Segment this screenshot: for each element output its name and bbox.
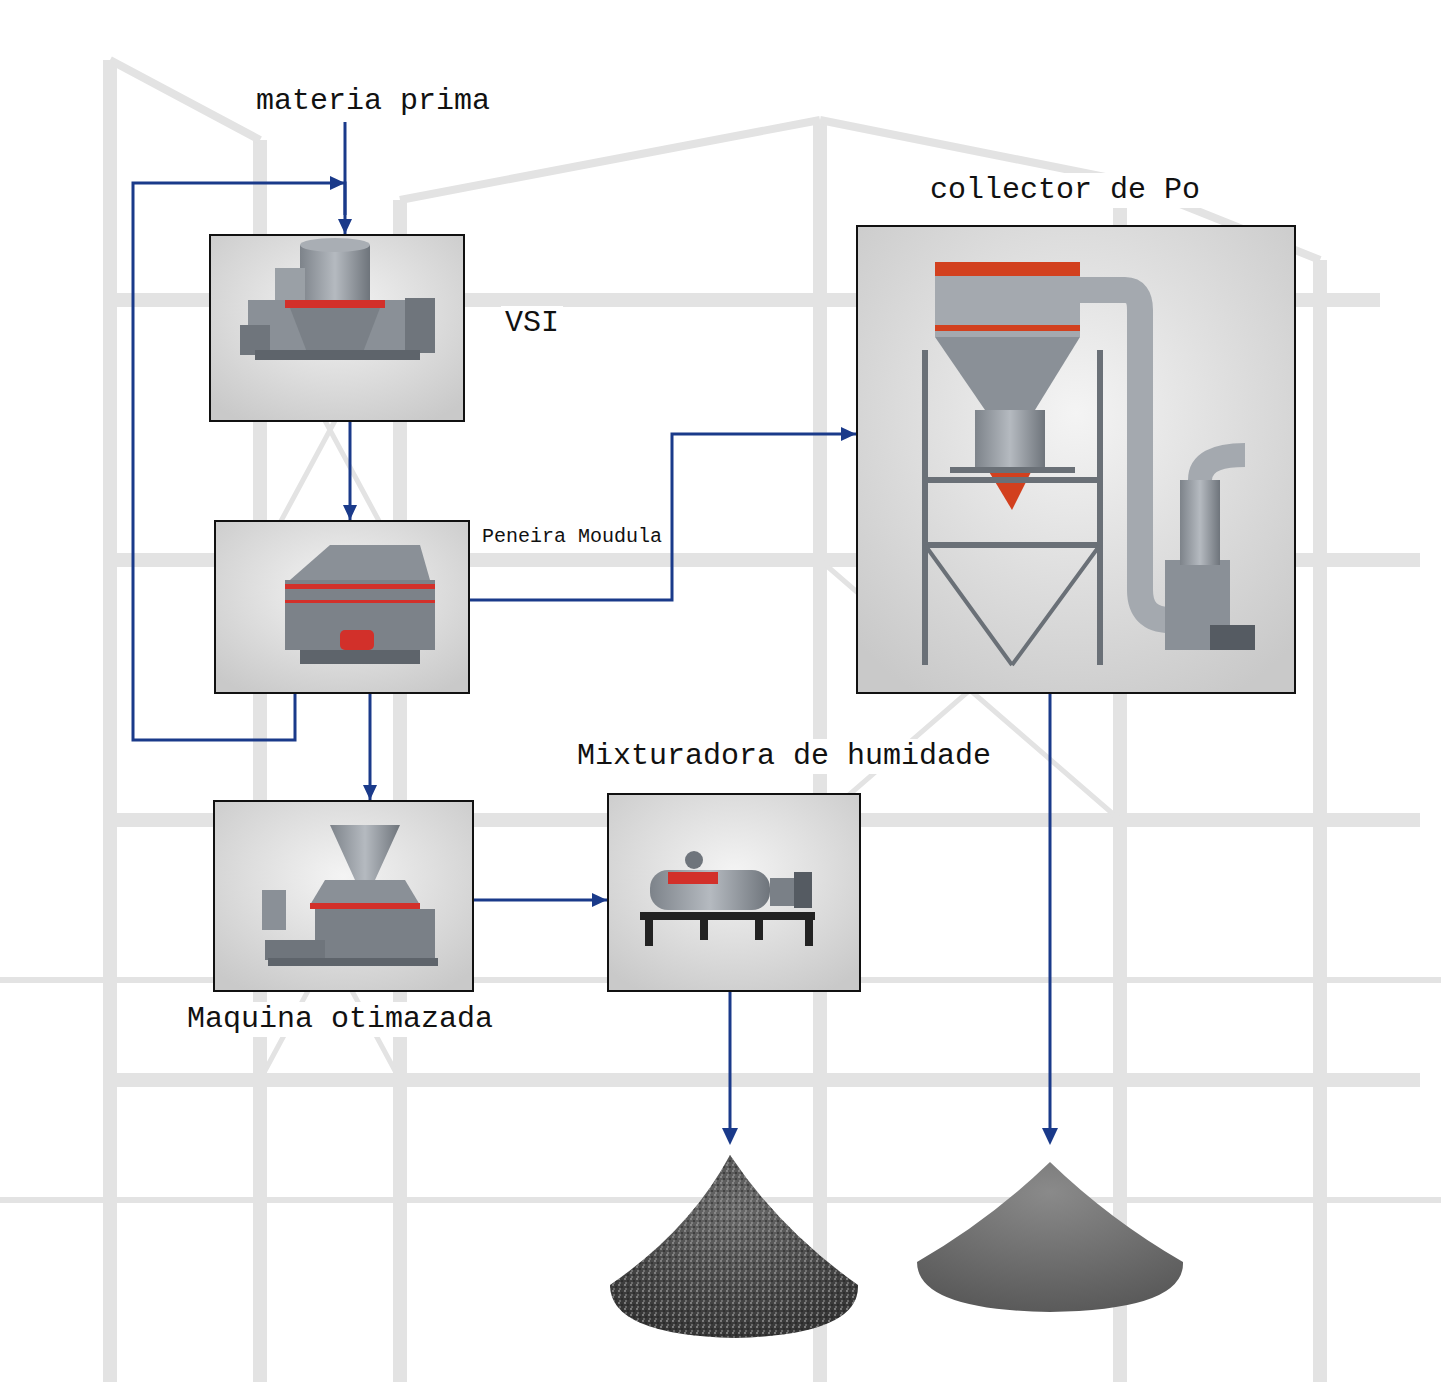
vibrating-screen-figure-part	[300, 650, 420, 664]
vibrating-screen-figure-part	[285, 580, 435, 650]
background-watermark	[0, 60, 1441, 1382]
dust-collector-figure-part	[1210, 625, 1255, 650]
dust-collector-figure-part	[1200, 455, 1245, 480]
sand-piles-part	[610, 1155, 858, 1338]
vsi-crusher-figure	[240, 238, 435, 360]
equipment-box: Peneira Moudula	[214, 520, 470, 694]
vsi-crusher-figure-part	[275, 268, 305, 300]
box-grounds-part	[607, 793, 861, 992]
dust-collector-figure-part	[935, 337, 1080, 410]
vsi-crusher-figure-part	[255, 350, 420, 360]
vibrating-screen-figure-part	[340, 630, 374, 650]
moisture-mixer-figure-part	[668, 872, 718, 884]
equipment-label: Peneira Moudula	[478, 525, 666, 548]
optimizing-machine-figure-part	[330, 825, 400, 880]
sand-piles	[610, 1155, 1183, 1338]
flow-connector	[474, 899, 607, 902]
background-watermark-part	[110, 60, 1420, 1382]
flow-arrows-part	[1042, 1128, 1058, 1145]
moisture-mixer-figure-part	[645, 918, 653, 946]
box-grounds-part	[856, 225, 1296, 694]
flow-arrows-part	[729, 992, 732, 1130]
optimizing-machine-figure-part	[310, 903, 420, 909]
dust-collector-figure-part	[975, 410, 1045, 470]
equipment-label: Maquina otimazada	[183, 1002, 497, 1037]
dust-collector-figure-part	[1180, 480, 1220, 565]
equipment-label: collector de Po	[926, 173, 1204, 208]
box-grounds	[209, 225, 1296, 992]
flow-connector	[349, 422, 352, 520]
box-grounds-part	[214, 520, 470, 694]
flow-connector	[369, 694, 372, 800]
optimizing-machine-figure-part	[315, 909, 435, 959]
equipment-box: VSI	[209, 234, 465, 422]
box-grounds-part	[209, 234, 465, 422]
moisture-mixer-figure-part	[685, 851, 703, 869]
vsi-crusher-figure-part	[285, 300, 385, 308]
flow-arrows-part	[1049, 694, 1052, 1130]
vibrating-screen-figure-part	[290, 545, 430, 580]
optimizing-machine-figure-part	[310, 880, 420, 905]
dust-collector-figure-part	[925, 545, 1100, 665]
equipment-box: collector de Po	[856, 225, 1296, 694]
moisture-mixer-figure-part	[794, 872, 812, 908]
sand-piles-part	[917, 1162, 1183, 1312]
flow-connector	[133, 183, 345, 740]
dust-collector-figure-part	[925, 350, 1100, 665]
vsi-crusher-figure-part	[405, 298, 435, 353]
dust-collector-figure-part	[935, 325, 1080, 331]
equipment-box: Maquina otimazada	[213, 800, 474, 992]
background-watermark-part	[400, 120, 1320, 1382]
box-grounds-part	[213, 800, 474, 992]
input-label: materia prima	[252, 84, 494, 119]
optimizing-machine-figure	[262, 825, 438, 966]
background-watermark-part	[0, 980, 1441, 1200]
sand-piles-part	[610, 1155, 858, 1338]
moisture-mixer-figure-part	[805, 918, 813, 946]
vibrating-screen-figure-part	[285, 600, 435, 603]
optimizing-machine-figure-part	[268, 958, 438, 966]
equipment-label: Mixturadora de humidade	[573, 739, 995, 774]
dust-collector-figure	[925, 262, 1255, 665]
moisture-mixer-figure-part	[640, 912, 815, 920]
vibrating-screen-figure-part	[285, 584, 435, 589]
moisture-mixer-figure	[640, 851, 815, 946]
dust-collector-figure-part	[988, 470, 1032, 510]
optimizing-machine-figure-part	[265, 940, 325, 960]
moisture-mixer-figure-part	[700, 918, 708, 940]
vibrating-screen-figure	[285, 545, 435, 664]
vsi-crusher-figure-part	[300, 245, 370, 300]
dust-collector-figure-part	[1080, 290, 1170, 620]
flow-arrows-part	[722, 1128, 738, 1145]
moisture-mixer-figure-part	[770, 878, 794, 906]
equipment-box: Mixturadora de humidade	[607, 793, 861, 992]
vsi-crusher-figure-part	[300, 238, 370, 252]
flow-connector	[470, 434, 856, 600]
moisture-mixer-figure-part	[650, 870, 770, 910]
dust-collector-figure-part	[935, 262, 1080, 337]
optimizing-machine-figure-part	[262, 890, 286, 930]
dust-collector-figure-part	[935, 262, 1080, 276]
moisture-mixer-figure-part	[755, 918, 763, 940]
equipment-label: VSI	[501, 306, 563, 341]
